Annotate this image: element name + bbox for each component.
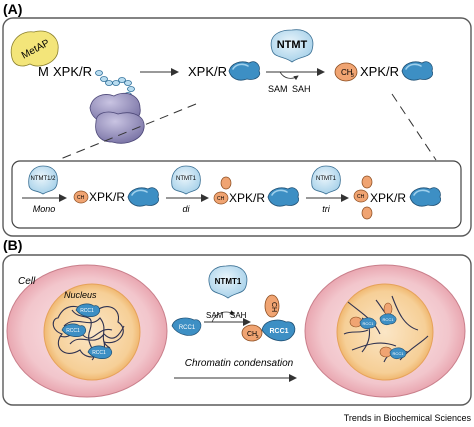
rcc1-label: RCC1 xyxy=(80,308,94,314)
rcc1-label: RCC1 xyxy=(383,317,395,322)
nucleus xyxy=(43,283,141,381)
rcc1-label: RCC1 xyxy=(363,321,375,326)
methylated-rcc1-on-chromatin: RCC1 RCC1 RCC1 xyxy=(349,302,407,360)
ntmt1-label: NTMT1 xyxy=(316,176,337,182)
tri-methylation-step: NTMT1 tri CH XPK/R xyxy=(306,165,442,220)
protein-blob-icon xyxy=(267,186,300,207)
methyl-group-icon xyxy=(213,191,229,205)
methyl-group-icon: CH 3 xyxy=(334,62,358,82)
panel-b-label: (B) xyxy=(3,237,22,253)
di-label: di xyxy=(182,204,190,214)
ntmt-enzyme: NTMT xyxy=(270,29,314,63)
ntmt1-enzyme xyxy=(208,265,248,299)
methyl-group-icon xyxy=(73,190,89,204)
rcc1-unmodified xyxy=(171,317,202,336)
methyl-label: CH xyxy=(357,194,365,200)
methyl-group-icon xyxy=(361,206,373,220)
rcc1-on-chromatin: RCC1 RCC1 RCC1 xyxy=(61,303,112,359)
mono-methylation-step: NTMT1/2 Mono CH XPK/R xyxy=(22,165,160,214)
rcc1-label: RCC1 xyxy=(92,350,106,356)
ntmt12-label: NTMT1/2 xyxy=(30,176,56,182)
nucleus xyxy=(336,283,434,381)
methyl-group-icon xyxy=(353,189,369,203)
cell-interphase: RCC1 RCC1 RCC1 Cell Nucleus xyxy=(6,264,168,398)
methyl-group-icon xyxy=(241,324,263,342)
zoom-line-left xyxy=(57,103,197,161)
xpkr-mono-label: XPK/R xyxy=(89,190,125,204)
methionine-label: M xyxy=(38,64,49,79)
rcc1-label: RCC1 xyxy=(393,351,405,356)
cell-label: Cell xyxy=(18,276,36,287)
rcc1-label: RCC1 xyxy=(269,328,288,335)
nucleus-label: Nucleus xyxy=(64,290,97,300)
xpkr-cleaved-label: XPK/R xyxy=(188,64,227,79)
sam-label: SAM xyxy=(268,84,288,94)
methyl-group-icon xyxy=(220,176,232,190)
rcc1-methylated xyxy=(261,319,296,342)
protein-blob-icon xyxy=(409,186,442,207)
rcc1-methylation-reaction: NTMT1 RCC1 SAM SAH CH 3 CH RCC1 Chromati… xyxy=(171,265,297,382)
metap-enzyme: MetAP xyxy=(10,30,59,67)
chromatin-condensation-label: Chromatin condensation xyxy=(185,358,294,369)
zoom-line-right xyxy=(391,93,437,161)
methyl-subscript: 3 xyxy=(256,334,259,339)
ntmt-label: NTMT xyxy=(277,39,308,51)
rcc1-label: RCC1 xyxy=(179,325,196,331)
methyl-group-icon xyxy=(264,294,280,318)
methyl-label: CH xyxy=(77,195,85,201)
mono-label: Mono xyxy=(33,204,56,214)
xpkr-methylated-label: XPK/R xyxy=(360,64,399,79)
methyl-label: CH xyxy=(247,331,257,338)
panel-b-frame xyxy=(2,254,472,406)
methyl-subscript: 3 xyxy=(351,73,354,79)
methyl-label: CH xyxy=(217,196,225,202)
protein-blob-icon xyxy=(401,60,434,81)
xpkr-tri-label: XPK/R xyxy=(370,191,406,205)
ribosome xyxy=(89,92,145,144)
rcc1-label: RCC1 xyxy=(66,328,80,334)
cell-mitotic: RCC1 RCC1 RCC1 xyxy=(304,264,466,398)
sah-label: SAH xyxy=(292,84,311,94)
panel-a-label: (A) xyxy=(3,1,22,17)
sam-label: SAM xyxy=(206,311,224,320)
sah-label: SAH xyxy=(230,311,247,320)
xpkr-di-label: XPK/R xyxy=(229,191,265,205)
di-methylation-step: NTMT1 di CH XPK/R xyxy=(166,165,300,214)
protein-blob-icon xyxy=(228,60,261,81)
sam-sah-curve xyxy=(279,71,299,81)
panel-a-frame xyxy=(2,17,472,237)
journal-footer: Trends in Biochemical Sciences xyxy=(344,413,472,423)
xpkr-nascent-label: XPK/R xyxy=(53,64,92,79)
protein-blob-icon xyxy=(127,186,160,207)
tri-label: tri xyxy=(322,204,330,214)
methyl-label: CH xyxy=(270,302,277,312)
methyl-label: CH xyxy=(341,68,353,77)
methyl-group-icon xyxy=(361,175,373,189)
ntmt1-label: NTMT1 xyxy=(215,277,242,286)
ntmt1-label: NTMT1 xyxy=(176,176,197,182)
methylation-states-inset xyxy=(11,160,462,229)
sam-sah-curve xyxy=(211,310,235,323)
